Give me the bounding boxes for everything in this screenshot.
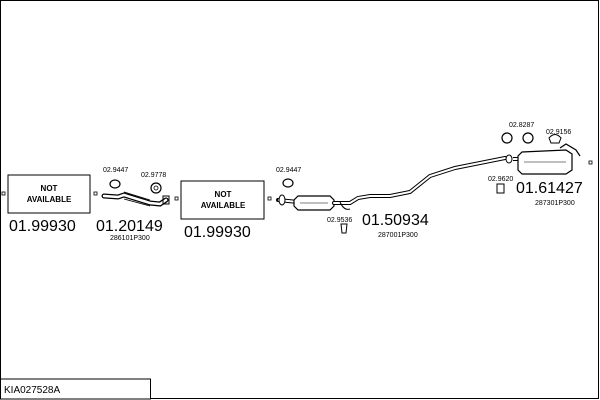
clamp-icon (501, 132, 513, 144)
gasket-icon (282, 178, 294, 188)
connector-square (267, 196, 272, 201)
flex-section (123, 191, 151, 207)
flange-icon (505, 154, 513, 164)
part-number-left[interactable]: 01.99930 (9, 218, 76, 235)
part-number-middle[interactable]: 01.99930 (184, 224, 251, 241)
fitting-code: 02.9778 (141, 172, 166, 179)
not-available-line1: NOT (215, 190, 232, 199)
rear-silencer[interactable]: 02.8287 02.9156 02.9620 (488, 122, 581, 194)
fitting-code: 02.9620 (488, 176, 513, 183)
reference-code: KIA027528A (4, 385, 60, 396)
front-pipe[interactable]: 02.9447 02.9778 (101, 167, 170, 207)
oem-rear-silencer: 287301P300 (535, 200, 575, 207)
reference-label: KIA027528A (0, 378, 151, 400)
part-number-center-silencer[interactable]: 01.50934 (362, 212, 429, 229)
connector-square (1, 191, 6, 196)
not-available-box-middle[interactable]: NOT AVAILABLE (180, 180, 265, 220)
intermediate-pipe (332, 156, 507, 205)
clamp-icon (522, 132, 534, 144)
flange-icon (162, 195, 170, 205)
fitting-code: 02.9156 (546, 129, 571, 136)
connector-square (588, 160, 593, 165)
hanger-icon (496, 183, 505, 194)
connector-square (174, 196, 179, 201)
part-number-front-pipe[interactable]: 01.20149 (96, 218, 163, 235)
not-available-line2: AVAILABLE (27, 195, 72, 204)
part-number-rear-silencer[interactable]: 01.61427 (516, 180, 583, 197)
fitting-code: 02.9447 (276, 167, 301, 174)
hanger-icon (548, 134, 562, 144)
connector-square (93, 191, 98, 196)
not-available-line2: AVAILABLE (201, 201, 246, 210)
fitting-code: 02.9447 (103, 167, 128, 174)
flange-icon (278, 194, 286, 206)
not-available-box-left[interactable]: NOT AVAILABLE (7, 174, 91, 214)
center-silencer[interactable] (276, 156, 507, 211)
oem-center-silencer: 287001P300 (378, 232, 418, 239)
gasket-icon (109, 179, 121, 189)
hanger-icon (340, 223, 348, 234)
fitting-code: 02.8287 (509, 122, 534, 129)
tailpipe (559, 143, 581, 157)
oem-front-pipe: 286101P300 (110, 235, 150, 242)
not-available-line1: NOT (41, 184, 58, 193)
fitting-code: 02.9536 (327, 217, 352, 224)
clamp-icon (150, 182, 162, 194)
